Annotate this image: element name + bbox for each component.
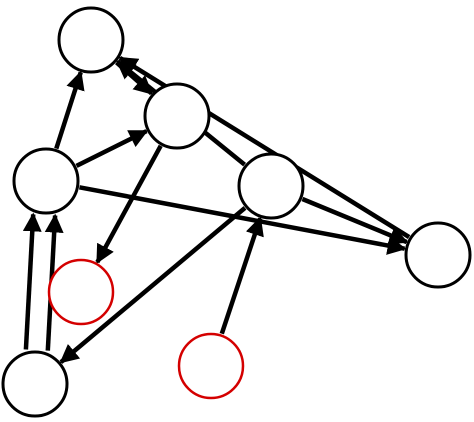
edge-n3-to-n2 bbox=[75, 129, 149, 168]
edge-n3-to-n1 bbox=[54, 70, 85, 150]
node-n6-highlighted bbox=[47, 258, 115, 326]
node-n1 bbox=[57, 6, 125, 74]
node-n3 bbox=[12, 147, 80, 215]
edge-n3-to-n5 bbox=[78, 185, 407, 255]
edge-n4-to-n8 bbox=[59, 206, 247, 364]
edge-n7-to-n4 bbox=[219, 216, 264, 335]
node-n5 bbox=[404, 221, 472, 289]
node-n4 bbox=[237, 152, 305, 220]
edge-n2-to-n6 bbox=[95, 144, 163, 264]
nodes-layer bbox=[1, 6, 472, 418]
edge-n8-to-n3 bbox=[22, 212, 42, 350]
node-n8 bbox=[1, 350, 69, 418]
edge-n4-to-n5 bbox=[301, 196, 409, 245]
node-n7-highlighted bbox=[177, 332, 245, 400]
node-n2 bbox=[143, 82, 211, 150]
